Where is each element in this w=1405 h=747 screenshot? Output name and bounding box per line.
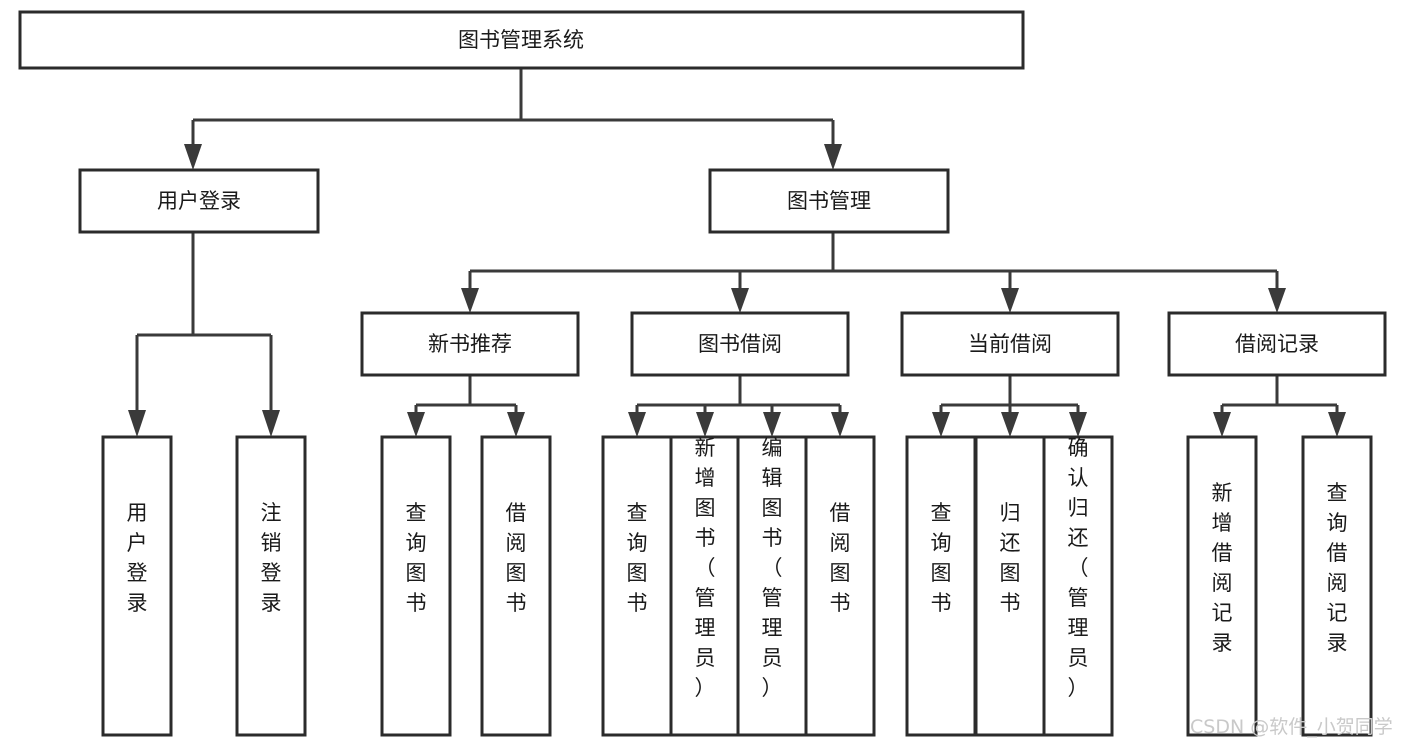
leaf-node-add-book-admin[interactable]: 新增图书（管理员）: [669, 435, 741, 737]
node-book-management-label: 图书管理: [787, 189, 871, 213]
leaf-node-return-book-label: 归还图书: [1000, 501, 1021, 615]
leaf-node-logout[interactable]: 注销登录: [235, 435, 307, 737]
node-user-login[interactable]: 用户登录: [78, 168, 320, 234]
node-root-book-management-system[interactable]: 图书管理系统: [18, 10, 1025, 70]
leaf-node-borrow-book-recommend[interactable]: 借阅图书: [480, 435, 552, 737]
leaf-node-borrow-book-borrow[interactable]: 借阅图书: [804, 435, 876, 737]
leaf-node-user-login[interactable]: 用户登录: [101, 435, 173, 737]
leaf-node-confirm-return-admin-label: 确认归还（管理员）: [1068, 436, 1089, 700]
node-new-book-recommend-label: 新书推荐: [428, 332, 512, 356]
connector-book-manage-to-level3: [461, 232, 1286, 313]
leaf-node-query-book-recommend[interactable]: 查询图书: [380, 435, 452, 737]
leaf-node-query-book-current-label: 查询图书: [931, 501, 952, 615]
node-current-borrow-label: 当前借阅: [968, 332, 1052, 356]
connector-current-borrow-to-leaves: [932, 375, 1087, 437]
node-borrow-record-label: 借阅记录: [1235, 332, 1319, 356]
connector-root-to-level2: [184, 68, 842, 170]
leaf-node-query-borrow-record-label: 查询借阅记录: [1327, 481, 1348, 655]
leaf-node-query-book-borrow-label: 查询图书: [627, 501, 648, 615]
node-root-label: 图书管理系统: [458, 28, 584, 52]
leaf-node-edit-book-admin[interactable]: 编辑图书（管理员）: [736, 435, 808, 737]
leaf-node-query-book-current[interactable]: 查询图书: [905, 435, 977, 737]
node-current-borrow[interactable]: 当前借阅: [900, 311, 1120, 377]
leaf-node-borrow-book-recommend-label: 借阅图书: [506, 501, 527, 615]
node-book-borrow[interactable]: 图书借阅: [630, 311, 850, 377]
csdn-watermark: CSDN @软件_小贺同学: [1190, 716, 1393, 738]
node-user-login-label: 用户登录: [157, 189, 241, 213]
connector-borrow-record-to-leaves: [1213, 375, 1346, 437]
node-new-book-recommend[interactable]: 新书推荐: [360, 311, 580, 377]
leaf-node-query-borrow-record[interactable]: 查询借阅记录: [1301, 435, 1373, 737]
connector-book-borrow-to-leaves: [628, 375, 849, 437]
leaf-node-return-book[interactable]: 归还图书: [974, 435, 1046, 737]
node-book-borrow-label: 图书借阅: [698, 332, 782, 356]
leaf-node-add-borrow-record-label: 新增借阅记录: [1212, 481, 1233, 655]
leaf-node-edit-book-admin-label: 编辑图书（管理员）: [762, 436, 783, 700]
leaf-node-confirm-return-admin[interactable]: 确认归还（管理员）: [1042, 435, 1114, 737]
leaf-node-query-book-borrow[interactable]: 查询图书: [601, 435, 673, 737]
node-book-management[interactable]: 图书管理: [708, 168, 950, 234]
leaf-node-logout-label: 注销登录: [261, 501, 282, 615]
leaf-node-query-book-recommend-label: 查询图书: [406, 501, 427, 615]
leaf-node-borrow-book-borrow-label: 借阅图书: [830, 501, 851, 615]
node-borrow-record[interactable]: 借阅记录: [1167, 311, 1387, 377]
leaf-node-user-login-label: 用户登录: [127, 501, 148, 615]
connector-user-login-to-leaves: [128, 232, 280, 437]
leaf-node-add-book-admin-label: 新增图书（管理员）: [695, 436, 716, 700]
leaf-node-add-borrow-record[interactable]: 新增借阅记录: [1186, 435, 1258, 737]
connector-new-book-to-leaves: [407, 375, 525, 437]
